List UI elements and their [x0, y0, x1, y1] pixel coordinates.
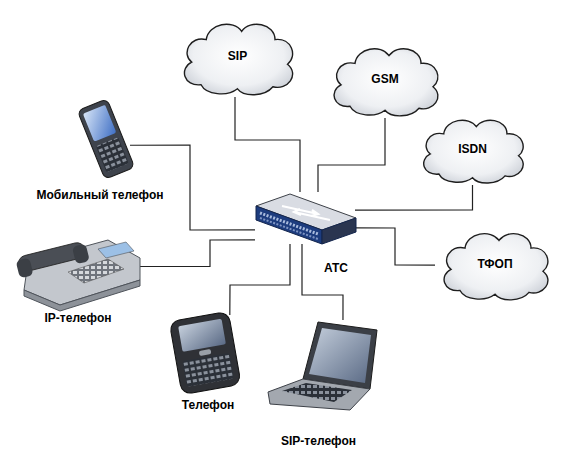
laptop-icon	[268, 322, 377, 410]
device-node: Телефон	[165, 315, 245, 390]
network-cloud: ISDN	[415, 112, 530, 185]
connector-line	[140, 240, 255, 267]
cloud-label: GSM	[371, 72, 398, 86]
ip-phone-display	[98, 242, 134, 258]
device-node: Мобильный телефон	[82, 100, 130, 178]
connector-line	[130, 145, 255, 230]
network-cloud: GSM	[325, 40, 445, 118]
device-label: АТС	[324, 261, 348, 275]
connector-line	[355, 185, 473, 210]
ip-phone-keypad	[68, 259, 124, 283]
cloud-label: ТФОП	[477, 257, 512, 271]
cloud-shape	[184, 24, 292, 94]
ip-phone-icon	[15, 240, 140, 311]
cloud-label: SIP	[228, 49, 247, 63]
device-label: SIP-телефон	[281, 434, 356, 448]
ip-phone-base	[24, 240, 140, 305]
smartphone-icon	[169, 311, 241, 394]
device-label: IP-телефон	[45, 311, 112, 325]
pbx-switch-icon	[256, 194, 356, 244]
ip-phone-handset	[15, 241, 90, 279]
network-cloud: SIP	[175, 15, 300, 97]
cloud-shape	[424, 120, 524, 183]
connector-line	[355, 228, 435, 265]
smartphone-trackpad	[199, 349, 212, 356]
device-node: SIP-телефон	[265, 320, 378, 412]
connector-line	[235, 97, 300, 192]
device-label: Мобильный телефон	[37, 188, 164, 202]
device-label: Телефон	[182, 398, 234, 412]
smartphone-screen	[178, 319, 226, 352]
laptop-keyboard	[282, 383, 352, 402]
phone-screen	[83, 105, 116, 142]
connector-line	[230, 244, 290, 315]
phone-keypad	[96, 137, 129, 172]
network-cloud: ТФОП	[435, 225, 555, 302]
switch-side	[322, 218, 356, 244]
ip-phone-front	[24, 280, 140, 311]
cloud-shape	[444, 234, 548, 300]
laptop-screen	[309, 328, 371, 383]
cloud-shape	[334, 49, 438, 116]
connector-line	[318, 118, 385, 192]
cloud-label: ISDN	[458, 142, 487, 156]
phone-body	[77, 99, 134, 180]
switch-arrow	[294, 209, 330, 220]
connector-line	[302, 244, 343, 320]
switch-front	[256, 206, 322, 244]
smartphone-keyboard	[182, 353, 234, 387]
pbx-node: АТС	[255, 192, 355, 244]
device-node: IP-телефон	[18, 228, 140, 305]
switch-ports	[260, 218, 318, 239]
laptop-base	[268, 379, 370, 410]
laptop-lid	[303, 322, 377, 389]
smartphone-body	[169, 311, 241, 394]
mobile-phone-icon	[77, 99, 134, 180]
